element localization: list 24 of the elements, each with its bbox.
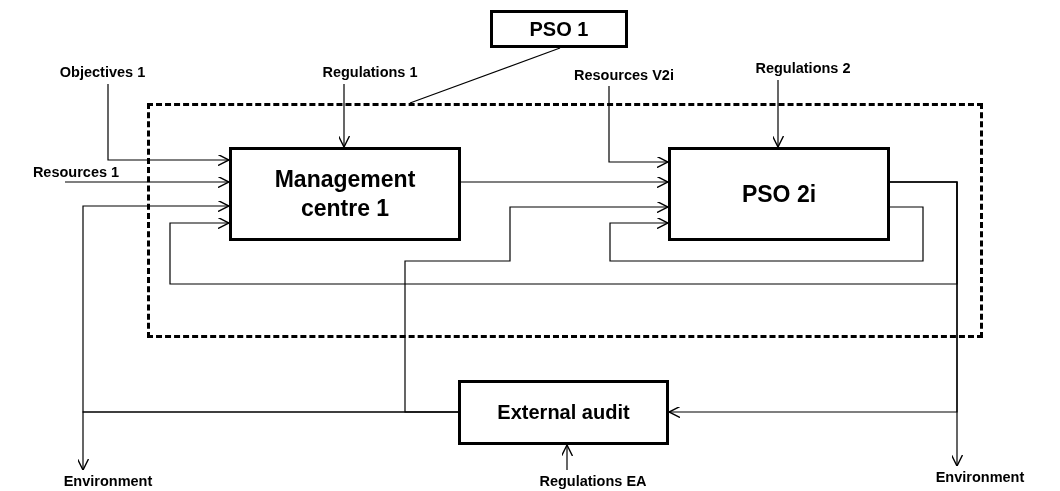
arrow	[107, 83, 230, 167]
input-label: Objectives 1	[59, 64, 146, 80]
arrow	[460, 175, 669, 189]
leader-line	[409, 47, 561, 104]
process-box: PSO 1	[490, 10, 628, 48]
arrow	[609, 206, 924, 262]
process-box: Management centre 1	[229, 147, 461, 241]
arrow	[608, 85, 669, 169]
input-label: Resources 1	[32, 164, 120, 180]
arrow	[337, 83, 351, 148]
input-label: Resources V2i	[574, 67, 674, 83]
input-label: Regulations 1	[322, 64, 418, 80]
output-label: Environment	[935, 469, 1025, 485]
arrow	[169, 181, 958, 285]
arrow	[404, 200, 669, 413]
arrow	[64, 175, 230, 189]
output-label: Environment	[63, 472, 153, 489]
process-box: External audit	[458, 380, 669, 445]
input-label: Regulations EA	[539, 472, 647, 489]
arrow	[560, 444, 574, 471]
arrow	[771, 79, 785, 148]
input-label: Regulations 2	[755, 60, 851, 76]
process-box: PSO 2i	[668, 147, 890, 241]
system-boundary	[147, 103, 983, 338]
